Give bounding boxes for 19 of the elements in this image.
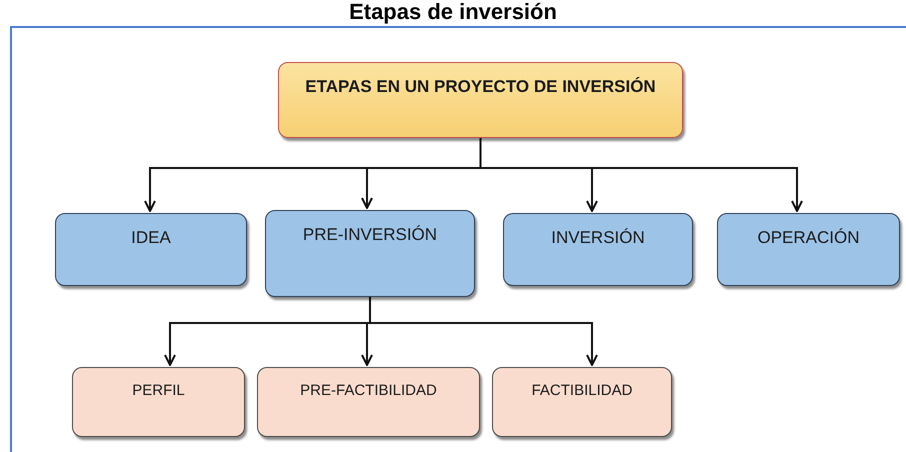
stage-label: PERFIL — [132, 381, 185, 401]
stage-label: FACTIBILIDAD — [532, 381, 632, 401]
stage-box — [55, 213, 247, 286]
diagram-title: Etapas de inversión — [348, 0, 558, 24]
stage-box — [265, 210, 475, 297]
stage-label: INVERSIÓN — [551, 227, 645, 249]
stage-box — [503, 213, 693, 286]
stage-label: OPERACIÓN — [757, 227, 860, 249]
stage-label: ETAPAS EN UN PROYECTO DE INVERSIÓN — [305, 76, 656, 98]
stage-box — [72, 367, 245, 437]
heading-box — [278, 62, 683, 138]
connector-arrow — [369, 297, 598, 366]
stage-label: IDEA — [131, 227, 171, 249]
stage-label: PRE-INVERSIÓN — [302, 224, 438, 246]
stage-box — [492, 367, 672, 437]
stage-box — [717, 213, 900, 286]
connector-arrow — [480, 138, 803, 212]
stage-label: PRE-FACTIBILIDAD — [300, 381, 437, 401]
stage-box — [257, 367, 480, 437]
